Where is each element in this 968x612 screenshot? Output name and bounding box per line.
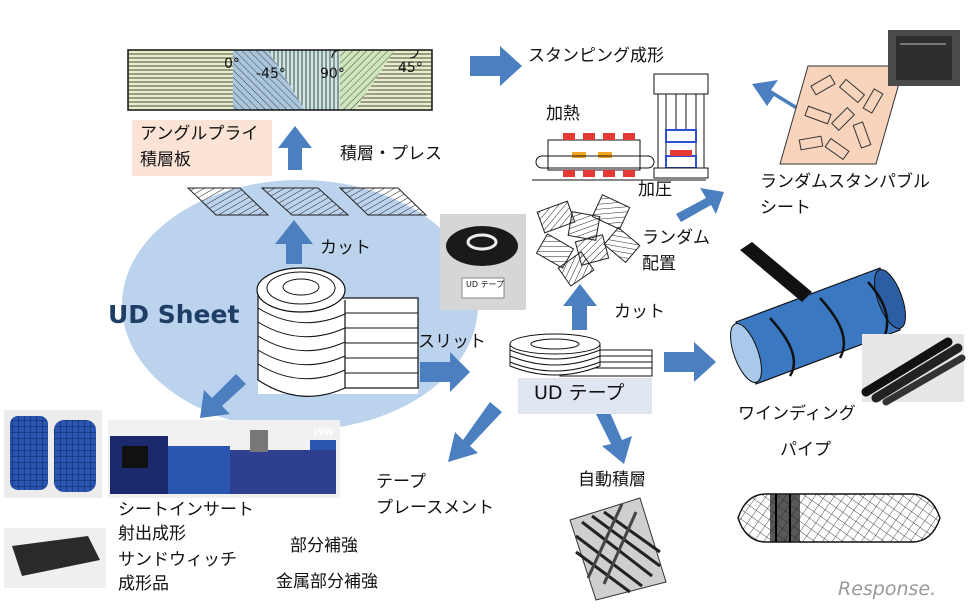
random-label-1: ランダム [642,228,710,248]
arrow-to-injection [200,374,246,418]
angle-45: 45° [398,60,423,76]
slit-label: スリット [418,332,486,352]
sheet-insert-label-4: 成形品 [118,574,169,594]
ud-tape-label: UD テープ [534,382,625,404]
arrow-to-stamping [470,46,522,86]
angle-90: 90° [320,66,345,82]
winding-label-2: パイプ [780,440,831,460]
random-label-2: 配置 [642,254,676,274]
angle-ply-label-2: 積層板 [140,150,191,170]
injection-machine-photo [108,420,340,498]
angle-ply-label-box [132,120,272,176]
tubes-photo [861,334,966,406]
cut-label-1: カット [320,238,371,258]
random-stampable-label-1: ランダムスタンパブル [760,172,930,192]
stamping-label: スタンピング成形 [528,46,664,66]
seat-products-photo [4,410,102,498]
sheet-insert-label-1: シートインサート [118,500,254,520]
winding-pipe [730,242,906,385]
arrow-to-winding [664,342,716,382]
cut-label-2: カット [614,302,665,322]
cut-sheets [186,187,428,216]
angle-0: 0° [224,56,240,72]
auto-lamination-stack [569,497,667,601]
random-stampable-sheet [779,65,905,165]
arrow-random-to-press [676,188,724,222]
arrow-to-tape-placement [448,402,502,462]
ud-tape-label-box [518,378,652,414]
angle-ply-laminate [127,49,433,111]
arrow-to-random-sheet [752,80,800,112]
angle-ply-label-1: アングルプライ [140,124,259,144]
ud-tape-photo-caption: UD テープ [466,280,505,289]
tape-placement-label-1: テープ [376,472,426,492]
winding-label-1: ワインディング [738,404,856,424]
sheet-insert-label-3: サンドウィッチ [118,550,237,570]
tape-placement-label-2: プレースメント [376,498,495,518]
heating-label: 加熱 [546,104,580,124]
machine-brand-label: JSW [314,428,334,438]
angle-neg45: -45° [256,66,286,82]
random-stampable-label-2: シート [760,198,811,218]
sandwich-plate-photo [4,528,106,588]
ud-tape-roll [509,333,653,377]
ud-sheet-label: UD Sheet [108,300,240,329]
random-chips [535,194,641,287]
press-machine [653,73,709,179]
arrow-up-anglepry [278,126,312,170]
pressing-label: 加圧 [638,180,672,200]
arrow-cut-up [563,284,597,330]
metal-partial-reinforcement-label: 金属部分補強 [276,572,378,592]
arrow-slit [420,352,470,392]
partial-reinforcement-label: 部分補強 [290,536,358,556]
woven-tube [737,493,941,543]
flow-arrows [200,46,800,464]
auto-lamination-label: 自動積層 [578,470,646,490]
ud-sheet-roll [256,267,419,397]
arrow-to-auto-lamination [596,408,632,464]
ud-tape-photo [440,214,526,310]
arrow-up-cut [275,220,313,264]
lamination-press-label: 積層・プレス [340,144,442,164]
sheet-photo [888,30,960,86]
watermark: Response. [838,578,937,600]
sheet-insert-label-2: 射出成形 [118,524,186,544]
heating-conveyor [532,133,706,181]
